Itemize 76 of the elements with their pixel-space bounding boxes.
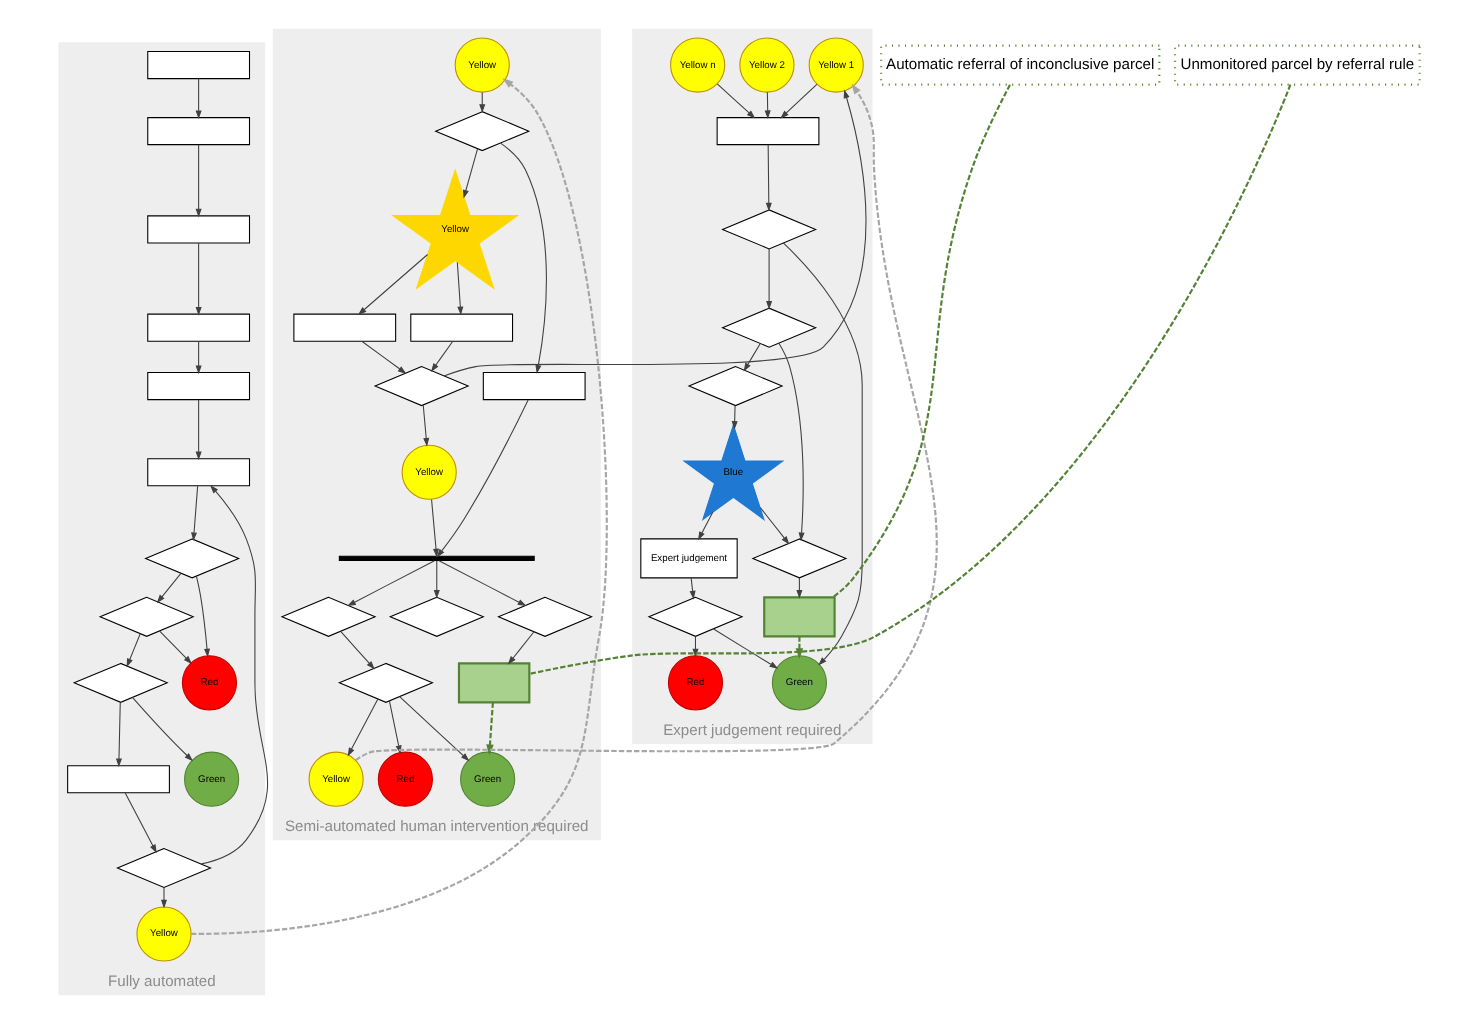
arrow — [398, 696, 469, 762]
arrow — [194, 78, 201, 120]
node-diamond — [720, 209, 817, 250]
arrow — [387, 700, 401, 755]
arrow — [190, 78, 607, 935]
arrow — [764, 144, 771, 212]
arrow — [696, 511, 713, 541]
node-box — [146, 313, 250, 342]
arrow — [688, 577, 695, 600]
node-diamond — [387, 596, 484, 637]
arrow — [339, 630, 374, 670]
arrow — [765, 248, 772, 310]
arrow — [429, 340, 453, 372]
node-box — [292, 313, 396, 342]
node-box — [146, 372, 250, 401]
arrow — [194, 399, 201, 461]
node-box — [66, 765, 169, 794]
node-box — [146, 117, 250, 146]
arrow — [346, 560, 435, 607]
arrow — [758, 506, 789, 545]
arrow — [194, 575, 210, 658]
node-diamond — [720, 307, 817, 348]
arrow — [781, 242, 862, 666]
arrow — [123, 792, 156, 854]
arrow — [777, 342, 804, 542]
arrow — [455, 261, 463, 316]
arrow — [712, 628, 778, 669]
arrow — [432, 560, 439, 599]
arrow — [155, 572, 181, 604]
connector — [528, 84, 1291, 675]
node-diamond — [433, 111, 530, 152]
arrow — [763, 91, 770, 120]
node-diamond — [143, 538, 240, 579]
arrow — [499, 142, 546, 374]
arrow — [114, 702, 121, 768]
arrow — [421, 404, 429, 447]
node-box — [481, 372, 585, 401]
arrow — [435, 399, 528, 558]
node-box — [146, 458, 250, 487]
node-diamond — [115, 847, 211, 889]
arrow — [130, 696, 193, 762]
node-diamond — [646, 596, 743, 637]
node-diamond — [71, 662, 168, 703]
arrow — [199, 484, 268, 865]
arrow — [715, 83, 755, 119]
arrow — [194, 242, 201, 316]
arrow — [742, 343, 760, 372]
arrow — [730, 404, 737, 430]
node-box — [409, 313, 513, 342]
arrow — [159, 887, 167, 909]
arrow — [462, 148, 478, 199]
arrow — [190, 485, 198, 542]
node-diamond — [686, 366, 783, 407]
node-diamond — [750, 538, 847, 579]
node-bar — [337, 555, 534, 562]
node-box — [762, 596, 835, 638]
arrow — [194, 340, 201, 375]
arrow — [360, 340, 406, 374]
arrow — [506, 631, 534, 665]
arrow — [794, 636, 803, 659]
arrow — [125, 633, 140, 668]
arrow — [346, 698, 378, 757]
node-box — [715, 117, 819, 146]
node-box — [146, 51, 250, 80]
arrow — [356, 253, 428, 316]
arrow — [158, 630, 192, 665]
arrow — [354, 83, 937, 762]
node-box — [146, 215, 250, 244]
arrow — [691, 635, 698, 658]
arrow — [194, 144, 201, 218]
connector — [831, 84, 1010, 599]
arrow — [430, 498, 439, 558]
arrow — [485, 702, 493, 756]
node-box — [456, 662, 530, 704]
arrow — [437, 560, 526, 607]
arrow — [779, 83, 817, 119]
